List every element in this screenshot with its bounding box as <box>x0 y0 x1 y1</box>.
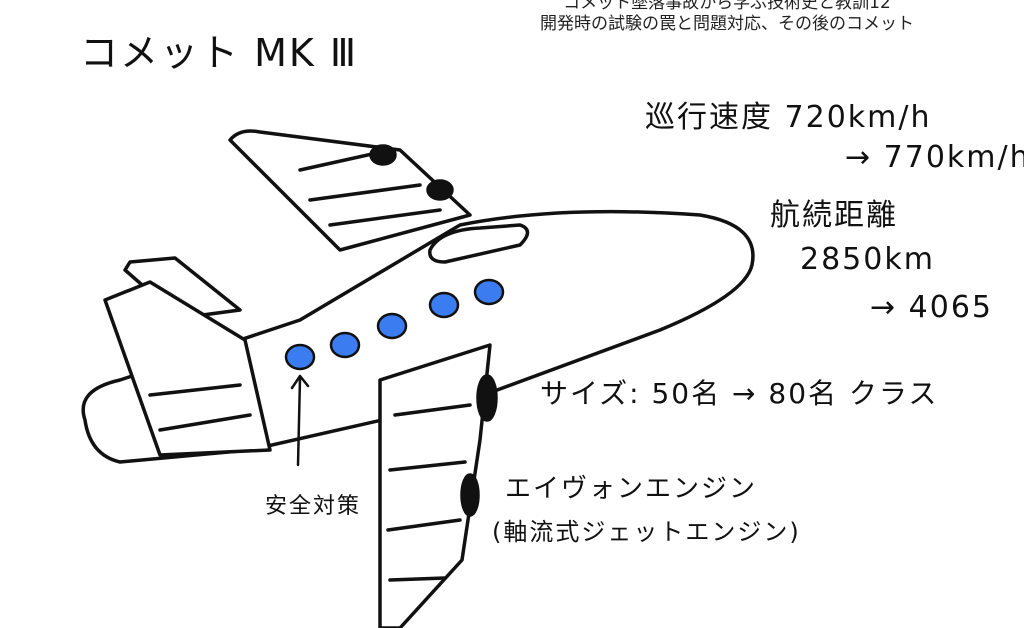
caption-line-1: コメット墜落事故から学ぶ技術史と教訓12 <box>563 0 891 13</box>
engine-icon <box>426 179 454 201</box>
range-new: → 4065 <box>870 290 994 325</box>
window-icon <box>473 278 505 306</box>
window-icon <box>329 331 361 359</box>
range-old: 2850km <box>800 242 935 277</box>
caption-line-2: 開発時の試験の罠と問題対応、その後のコメット <box>540 14 914 34</box>
tail-fin <box>103 280 272 457</box>
window-icon <box>284 343 316 371</box>
engine-icon <box>369 144 397 166</box>
windows <box>284 278 505 371</box>
engine-type: (軸流式ジェットエンジン) <box>492 518 801 546</box>
size-note: サイズ: 50名 → 80名 クラス <box>540 377 939 410</box>
cockpit-window <box>428 223 530 264</box>
lower-wing <box>378 343 492 628</box>
safety-arrow-icon <box>290 374 310 467</box>
window-icon <box>428 291 460 319</box>
speed-label: 巡行速度 720km/h <box>645 100 932 135</box>
title: コメット MK Ⅲ <box>80 31 359 75</box>
safety-label: 安全対策 <box>265 494 362 519</box>
lower-wing-lines <box>386 403 472 582</box>
engine-name: エイヴォンエンジン <box>505 474 758 504</box>
engine-icon <box>460 473 480 517</box>
speed-new: → 770km/h <box>845 140 1024 175</box>
engine-icon <box>476 374 498 422</box>
window-icon <box>376 312 408 340</box>
tail-fin-lines <box>148 383 252 432</box>
range-label: 航続距離 <box>770 198 898 233</box>
